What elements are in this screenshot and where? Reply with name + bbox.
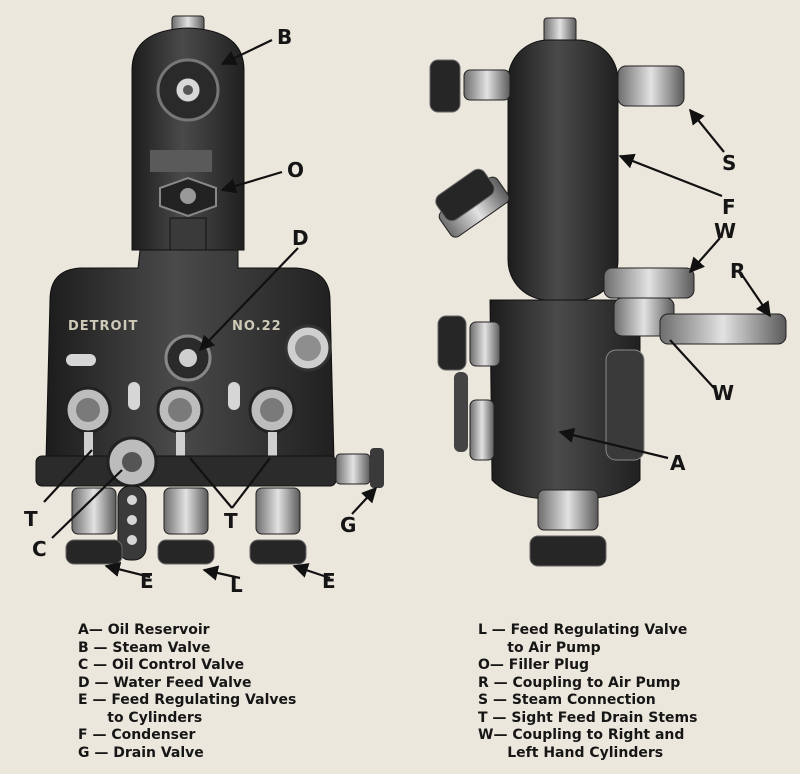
legend-key: S — [478, 692, 512, 708]
oil-control-valve [106, 436, 158, 561]
legend-text: Feed Regulating Valve [510, 622, 688, 638]
callout-g: G [340, 513, 356, 537]
legend-text: Coupling to Right and [512, 727, 685, 743]
legend-item: to Air Pump [478, 640, 778, 658]
legend-item: R — Coupling to Air Pump [478, 675, 778, 693]
callout-leaders [43, 39, 771, 581]
legend-item: L — Feed Regulating Valve [478, 622, 778, 640]
steam-valve-handwheel [156, 58, 220, 122]
callout-o: O [287, 158, 304, 182]
legend-key: G — [78, 744, 114, 761]
legend-text: Steam Valve [112, 639, 211, 656]
legend-text: Feed Regulating Valves [111, 692, 297, 708]
legend-item: E — Feed Regulating Valves [78, 692, 378, 710]
callout-t-center: T [224, 509, 238, 533]
legend-item: G — Drain Valve [78, 745, 378, 763]
legend-key: T — [478, 709, 512, 726]
legend-item: T — Sight Feed Drain Stems [478, 710, 778, 728]
callout-d: D [292, 226, 309, 250]
legend-key: F — [78, 727, 112, 743]
legend-item: S — Steam Connection [478, 692, 778, 710]
callout-e-right: E [322, 569, 336, 593]
legend-key: W— [478, 727, 513, 743]
legend-left-column: A— Oil Reservoir B — Steam Valve C — Oil… [78, 622, 378, 762]
callout-s: S [722, 151, 736, 175]
legend-text: Oil Control Valve [112, 657, 245, 673]
legend-text: Oil Reservoir [107, 622, 210, 638]
legend-text: Sight Feed Drain Stems [511, 709, 698, 726]
legend-item: F — Condenser [78, 727, 378, 745]
model-inscription: NO.22 [232, 319, 282, 334]
legend-right-column: L — Feed Regulating Valve to Air Pump O—… [478, 622, 778, 762]
legend-key [478, 745, 507, 763]
callout-a: A [670, 451, 686, 475]
legend-key: O— [478, 657, 509, 673]
side-view-lubricator [429, 17, 787, 567]
callout-b: B [277, 25, 292, 49]
legend-key: D — [78, 674, 114, 691]
callout-f: F [722, 195, 736, 219]
legend-item: C — Oil Control Valve [78, 657, 378, 675]
legend-key [78, 710, 107, 728]
callout-t-left: T [24, 507, 38, 531]
legend-item: W— Coupling to Right and [478, 727, 778, 745]
legend-key: E — [78, 692, 112, 708]
legend-key: B — [78, 639, 113, 656]
callout-w-bottom: W [712, 381, 734, 405]
legend-item: Left Hand Cylinders [478, 745, 778, 763]
callout-w-top: W [714, 219, 736, 243]
sight-feed-glasses [64, 386, 296, 434]
legend-key [478, 640, 507, 658]
legend-item: D — Water Feed Valve [78, 675, 378, 693]
legend-item: A— Oil Reservoir [78, 622, 378, 640]
legend-text: Left Hand Cylinders [507, 744, 664, 761]
callout-r: R [730, 259, 745, 283]
legend-item: B — Steam Valve [78, 640, 378, 658]
legend-key: C — [78, 657, 113, 673]
feed-regulating-valves [65, 487, 307, 565]
legend-key: R — [478, 674, 513, 691]
callout-c: C [32, 537, 47, 561]
legend-text: Filler Plug [508, 657, 590, 673]
legend-text: Drain Valve [113, 744, 204, 761]
maker-inscription: DETROIT [68, 319, 138, 334]
legend-text: to Air Pump [507, 639, 601, 656]
legend-text: to Cylinders [107, 709, 203, 726]
front-view-lubricator: DETROIT NO.22 [35, 15, 384, 565]
lubricator-figure: DETROIT NO.22 [24, 15, 787, 597]
legend-text: Condenser [111, 727, 196, 743]
callout-e-left: E [140, 569, 154, 593]
legend-text: Coupling to Air Pump [512, 674, 681, 691]
legend-item: to Cylinders [78, 710, 378, 728]
callout-labels: B O D T C T G E L E S F W R W A [24, 25, 745, 597]
legend-text: Steam Connection [511, 692, 656, 708]
filler-plug [159, 176, 217, 218]
legend-key: A— [78, 622, 108, 638]
legend-item: O— Filler Plug [478, 657, 778, 675]
drain-valve [335, 448, 384, 488]
legend-key: L — [478, 622, 511, 638]
water-feed-valve [164, 334, 212, 382]
legend-text: Water Feed Valve [113, 674, 252, 691]
callout-l: L [230, 573, 243, 597]
